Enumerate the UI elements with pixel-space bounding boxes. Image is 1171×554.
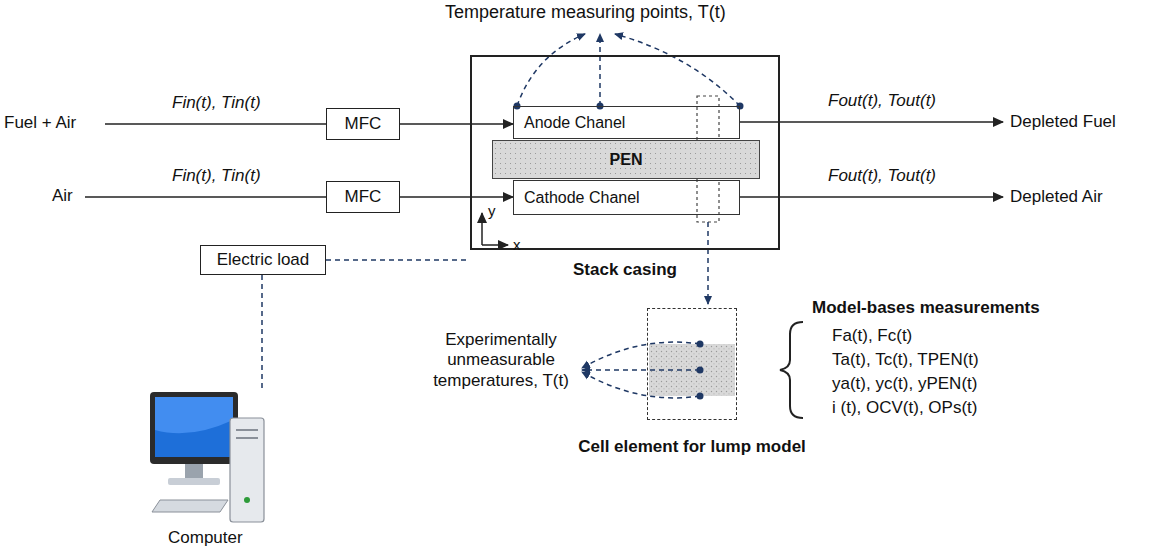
node-text: Cathode Chanel xyxy=(524,189,640,207)
node-text: MFC xyxy=(345,114,382,134)
node-text: Anode Chanel xyxy=(524,114,625,132)
flow-signal: Fout(t), Tout(t) xyxy=(828,166,936,186)
brace xyxy=(780,322,803,418)
connector xyxy=(400,123,513,125)
stack-casing: Stack casingAnode ChanelPENCathode Chane… xyxy=(470,55,780,250)
figure-title: Temperature measuring points, T(t) xyxy=(445,2,726,24)
flow-signal: Fin(t), Tin(t) xyxy=(172,166,261,186)
annotation: Experimentally unmeasurable temperatures… xyxy=(425,330,577,391)
computer-icon xyxy=(150,392,264,522)
cathode-channel: Cathode Chanel xyxy=(513,180,740,215)
measurement-leader xyxy=(517,34,740,106)
mfc-box: MFC xyxy=(326,108,400,140)
electric-load-box: Electric load xyxy=(200,245,326,275)
mfc-box: MFC xyxy=(326,181,400,213)
flow-signal: Fout(t), Tout(t) xyxy=(828,91,936,111)
axis-label: x xyxy=(513,236,521,254)
measurement-item: Fa(t), Fc(t) xyxy=(832,326,912,346)
temperature-leader xyxy=(582,342,700,398)
inlet-name: Fuel + Air xyxy=(4,113,76,133)
section-heading: Model-bases measurements xyxy=(812,298,1040,318)
node-text: MFC xyxy=(345,187,382,207)
signal-line xyxy=(261,275,263,388)
inlet-line xyxy=(105,123,326,125)
cell-element: Cell element for lump model xyxy=(647,308,737,420)
node-heading: Stack casing xyxy=(573,260,677,280)
inlet-line xyxy=(85,196,326,198)
measurement-item: ya(t), yc(t), yPEN(t) xyxy=(832,374,977,394)
flow-signal: Fin(t), Tin(t) xyxy=(172,93,261,113)
anode-channel: Anode Chanel xyxy=(513,106,740,139)
zoom-arrow xyxy=(707,222,709,304)
node-heading: Cell element for lump model xyxy=(578,437,806,457)
measuring-point xyxy=(697,341,704,400)
outlet-name: Depleted Fuel xyxy=(1010,112,1116,132)
node-text: Electric load xyxy=(217,250,310,270)
pen-layer: PEN xyxy=(492,140,760,179)
outlet-name: Depleted Air xyxy=(1010,187,1103,207)
node-text: PEN xyxy=(610,151,643,169)
computer-label: Computer xyxy=(168,528,243,548)
connector xyxy=(400,196,513,198)
measurement-item: i (t), OCV(t), OPs(t) xyxy=(832,398,977,418)
axis-label: y xyxy=(488,202,496,220)
inlet-name: Air xyxy=(52,186,73,206)
connector xyxy=(326,259,470,261)
measurement-item: Ta(t), Tc(t), TPEN(t) xyxy=(832,350,979,370)
